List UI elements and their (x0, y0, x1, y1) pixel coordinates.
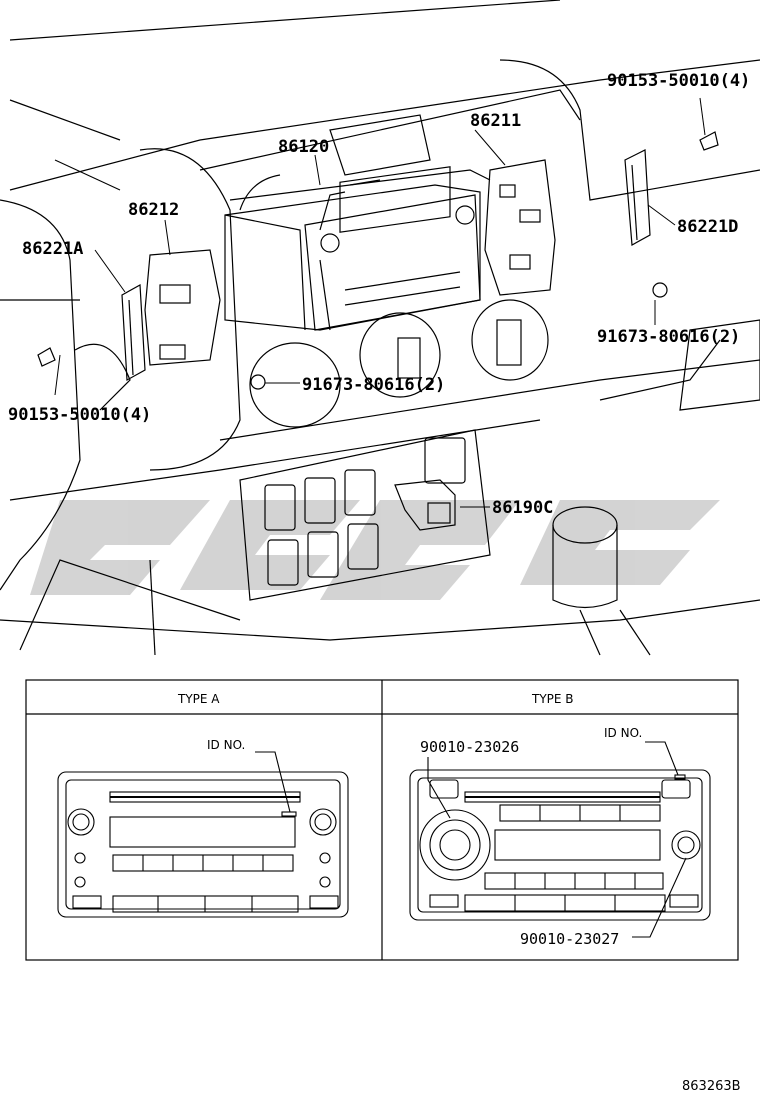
type-b-id-label: ID NO. (604, 726, 642, 740)
climate-dials (74, 299, 549, 428)
type-a-id-label: ID NO. (207, 738, 245, 752)
watermark-logo (30, 500, 720, 600)
label-86212: 86212 (128, 200, 179, 220)
type-b-knob-left-label: 90010-23026 (420, 738, 519, 756)
label-86190C: 86190C (492, 498, 553, 518)
bracket-86212 (144, 249, 221, 366)
label-86211: 86211 (470, 111, 521, 131)
type-b-radio (409, 741, 711, 938)
label-bolt-right: 90153-50010(4) (607, 71, 750, 91)
type-a-header: TYPE A (177, 692, 220, 706)
type-a-radio (57, 751, 349, 918)
rail-86221D (624, 149, 651, 246)
type-b-header: TYPE B (531, 692, 574, 706)
label-86221A: 86221A (22, 239, 83, 259)
radio-unit-86120 (224, 166, 481, 331)
label-bolt-left: 90153-50010(4) (8, 405, 151, 425)
switch-panel (239, 429, 651, 656)
type-b-knob-right-label: 90010-23027 (520, 930, 619, 948)
fasteners (37, 131, 719, 390)
reference-code: 863263B (682, 1079, 741, 1094)
type-table (25, 679, 739, 961)
rail-86221A (121, 284, 146, 381)
leader-lines (54, 97, 706, 508)
label-screw-center: 91673-80616(2) (302, 375, 445, 395)
label-86221D: 86221D (677, 217, 738, 237)
bracket-86211 (484, 159, 556, 296)
label-screw-right: 91673-80616(2) (597, 327, 740, 347)
dashboard-outline (0, 0, 760, 656)
callout-labels: 86120 86211 86212 86221A 86221D 90153-50… (8, 71, 750, 518)
label-86120: 86120 (278, 137, 329, 157)
